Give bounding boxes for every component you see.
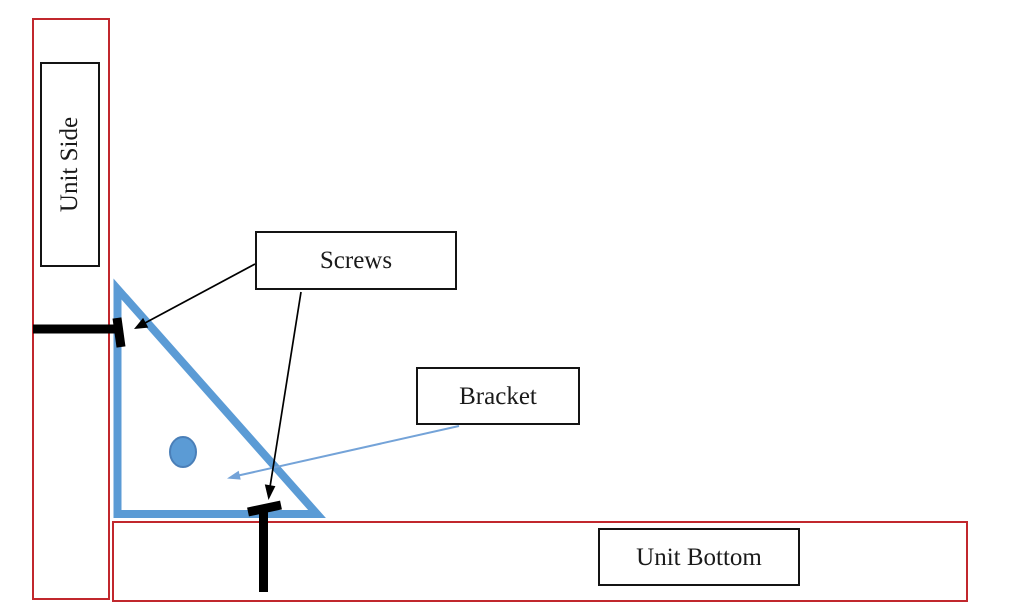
screws-label-box: Screws (255, 231, 457, 290)
bracket-hole (169, 436, 197, 468)
unit-side-label: Unit Side (56, 116, 84, 213)
bracket-label: Bracket (459, 382, 537, 410)
bracket-label-box: Bracket (416, 367, 580, 425)
bracket-leader-line (238, 425, 460, 477)
screws-leader-line-bottom (269, 291, 302, 488)
screws-leader-arrowhead-top (134, 317, 149, 329)
screw-bottom-head (247, 500, 282, 517)
screws-leader-arrowhead-bottom (264, 484, 276, 500)
unit-side-label-box: Unit Side (40, 62, 100, 267)
screws-label: Screws (319, 247, 393, 274)
bracket-leader-arrowhead (227, 470, 241, 480)
unit-bottom-label: Unit Bottom (636, 543, 762, 571)
screws-leader-line-top (144, 263, 256, 324)
bracket-triangle (113, 278, 326, 518)
screw-top-head (112, 317, 126, 348)
unit-bottom-panel (112, 521, 968, 602)
unit-bottom-label-box: Unit Bottom (598, 528, 800, 586)
